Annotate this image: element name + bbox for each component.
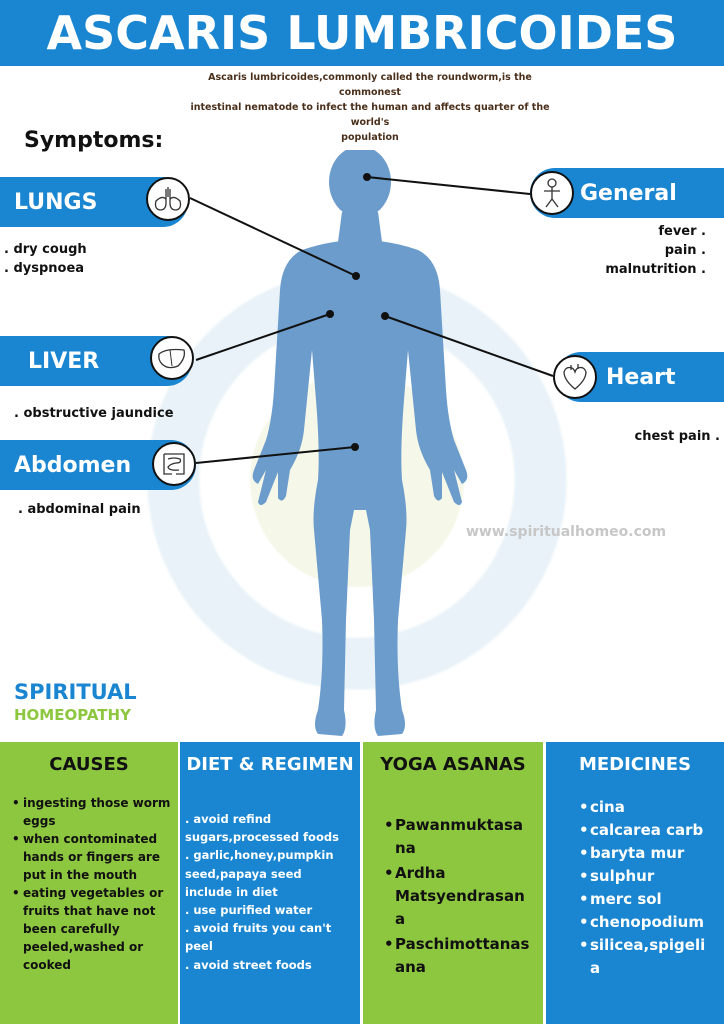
brand-name: SPIRITUAL (14, 680, 137, 704)
list-item: when contominated hands or fingers are p… (12, 830, 175, 884)
heart-icon (553, 355, 597, 399)
lungs-icon (146, 177, 190, 221)
person-icon (530, 171, 574, 215)
diet-column: DIET & REGIMEN . avoid refind sugars,pro… (180, 742, 360, 1024)
symptom-item: fever . (658, 224, 706, 239)
intro-line: intestinal nematode to infect the human … (190, 102, 550, 113)
list-item: sulphur (579, 865, 724, 888)
list-item: ingesting those worm eggs (12, 794, 175, 830)
symptom-item: . obstructive jaundice (14, 406, 174, 421)
list-item-line: Pawanmuktasa (395, 816, 523, 834)
general-symptoms: fever . pain . malnutrition . (560, 222, 706, 279)
list-item-line: calcarea carb (590, 821, 704, 839)
list-item: Ardha Matsyendrasan a (384, 862, 543, 931)
symptoms-heading: Symptoms: (24, 128, 164, 153)
list-item-line: ana (395, 958, 426, 976)
list-item: chenopodium (579, 911, 724, 934)
list-item-line: cina (590, 798, 625, 816)
intro-line: Ascaris lumbricoides,commonly called the… (208, 72, 532, 83)
list-item-line: chenopodium (590, 913, 704, 931)
intro-line: population (341, 132, 399, 143)
list-item: cina (579, 796, 724, 819)
medicines-column: MEDICINES cina calcarea carb baryta mur … (546, 742, 724, 1024)
list-line: include in diet (185, 884, 278, 899)
liver-label: LIVER (28, 348, 100, 374)
diet-title: DIET & REGIMEN (186, 754, 354, 775)
yoga-title: YOGA ASANAS (380, 754, 526, 775)
list-item: baryta mur (579, 842, 724, 865)
list-line: . avoid fruits you can't (185, 921, 332, 936)
list-line: . avoid street foods (185, 957, 312, 972)
list-item: Paschimottanas ana (384, 933, 543, 979)
diet-list: . avoid refind sugars,processed foods . … (185, 810, 360, 974)
list-line: sugars,processed foods (185, 830, 339, 845)
page-title: ASCARIS LUMBRICOIDES (46, 6, 678, 60)
abdomen-symptoms: . abdominal pain (18, 500, 141, 519)
abdomen-label: Abdomen (14, 452, 132, 478)
symptom-item: pain . (664, 243, 706, 258)
intestine-icon (152, 442, 196, 486)
info-columns: CAUSES ingesting those worm eggs when co… (0, 742, 724, 1024)
heart-label: Heart (606, 364, 676, 390)
brand-subtitle: HOMEOPATHY (14, 706, 131, 724)
human-body-silhouette (252, 150, 468, 736)
intro-text: Ascaris lumbricoides,commonly called the… (170, 70, 570, 145)
causes-column: CAUSES ingesting those worm eggs when co… (0, 742, 178, 1024)
symptom-item: . dyspnoea (4, 261, 85, 276)
symptom-item: . dry cough (4, 242, 87, 257)
list-line: . garlic,honey,pumpkin (185, 848, 334, 863)
list-line: seed,papaya seed (185, 866, 302, 881)
list-item: silicea,spigeli a (579, 934, 724, 980)
heart-symptoms: chest pain . (600, 427, 720, 446)
list-line: . use purified water (185, 903, 313, 918)
list-item-line: a (395, 910, 406, 928)
causes-list: ingesting those worm eggs when contomina… (12, 794, 175, 974)
intro-line: world's (350, 117, 390, 128)
title-banner: ASCARIS LUMBRICOIDES (0, 0, 724, 66)
medicines-list: cina calcarea carb baryta mur sulphur me… (579, 796, 724, 980)
general-label: General (580, 180, 677, 206)
list-item: Pawanmuktasa na (384, 814, 543, 860)
causes-title: CAUSES (49, 754, 129, 775)
list-item-line: silicea,spigeli (590, 936, 706, 954)
lungs-label: LUNGS (14, 189, 98, 215)
list-item: calcarea carb (579, 819, 724, 842)
list-line: . avoid refind (185, 812, 272, 826)
symptom-item: malnutrition . (605, 262, 706, 277)
medicines-title: MEDICINES (578, 754, 692, 775)
yoga-column: YOGA ASANAS Pawanmuktasa na Ardha Matsye… (363, 742, 543, 1024)
list-item: eating vegetables or fruits that have no… (12, 884, 175, 974)
list-item-line: Matsyendrasan (395, 887, 525, 905)
lungs-symptoms: . dry cough . dyspnoea (4, 240, 87, 278)
symptom-item: chest pain . (634, 429, 720, 444)
list-item-line: Paschimottanas (395, 935, 530, 953)
intro-line: commonest (339, 87, 401, 98)
liver-icon (150, 336, 194, 380)
list-item-line: sulphur (590, 867, 655, 885)
list-item-line: a (590, 959, 601, 977)
list-item-line: merc sol (590, 890, 662, 908)
yoga-list: Pawanmuktasa na Ardha Matsyendrasan a Pa… (384, 814, 543, 979)
list-item-line: na (395, 839, 416, 857)
symptom-item: . abdominal pain (18, 502, 141, 517)
list-item-line: baryta mur (590, 844, 685, 862)
list-item: merc sol (579, 888, 724, 911)
list-item-line: Ardha (395, 864, 446, 882)
list-line: peel (185, 939, 213, 954)
liver-symptoms: . obstructive jaundice (14, 404, 174, 423)
website-watermark: www.spiritualhomeo.com (466, 524, 667, 540)
